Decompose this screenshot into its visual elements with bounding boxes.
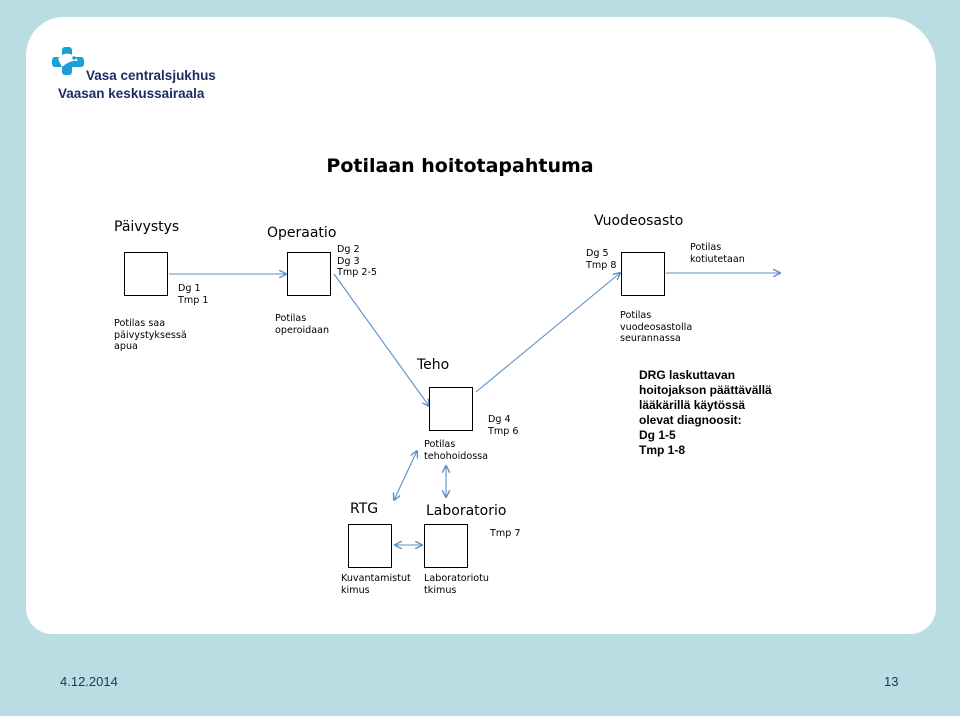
desc-line: seurannassa: [620, 333, 681, 344]
desc-line: tehohoidossa: [424, 450, 489, 462]
code-tmp2-5: Tmp 2-5: [337, 267, 378, 278]
code-tmp6: Tmp 6: [488, 425, 519, 437]
node-label-rtg: RTG: [350, 501, 379, 517]
arrow-teho-rtg-bidirectional: [394, 451, 417, 500]
node-label-vuodeosasto: Vuodeosasto: [594, 213, 684, 229]
node-box-laboratorio: [424, 524, 468, 568]
desc-line: Potilas: [424, 439, 456, 450]
node-codes-vuodeosasto: Dg 5 Tmp 8: [586, 248, 616, 271]
footer-page-number: 13: [884, 674, 899, 689]
discharge-line: kotiutetaan: [690, 253, 745, 265]
node-desc-operaatio: Potilas operoidaan: [275, 313, 329, 336]
desc-line: Laboratoriotu: [424, 573, 489, 584]
code-tmp8: Tmp 8: [586, 259, 617, 271]
code-dg1: Dg 1: [178, 283, 201, 294]
node-box-vuodeosasto: [621, 252, 665, 296]
logo-text-swedish: Vasa centralsjukhus: [86, 68, 216, 83]
code-dg2: Dg 2: [337, 244, 360, 255]
node-desc-vuodeosasto: Potilas vuodeosastolla seurannassa: [620, 310, 692, 345]
desc-line: päivystyksessä: [114, 329, 187, 341]
code-tmp7: Tmp 7: [490, 528, 521, 539]
desc-line: Kuvantamistut: [341, 573, 411, 584]
node-desc-rtg: Kuvantamistut kimus: [341, 573, 411, 596]
drg-note-line: Tmp 1-8: [639, 443, 686, 457]
desc-line: Potilas: [275, 313, 307, 324]
desc-line: vuodeosastolla: [620, 321, 693, 333]
code-dg4: Dg 4: [488, 414, 511, 425]
arrow-operaatio-to-teho: [333, 273, 429, 406]
node-box-paivystys: [124, 252, 168, 296]
desc-line: kimus: [341, 584, 370, 596]
discharge-line: Potilas: [690, 242, 722, 253]
code-dg3: Dg 3: [337, 255, 360, 267]
arrow-teho-to-vuodeosasto: [475, 273, 620, 393]
slide-card: [26, 17, 936, 634]
logo-text-finnish: Vaasan keskussairaala: [58, 86, 205, 101]
node-box-operaatio: [287, 252, 331, 296]
code-dg5: Dg 5: [586, 248, 609, 259]
drg-note-line: olevat diagnoosit:: [639, 413, 742, 427]
node-box-rtg: [348, 524, 392, 568]
desc-line: Potilas saa: [114, 318, 166, 329]
node-label-operaatio: Operaatio: [267, 225, 337, 241]
node-label-laboratorio: Laboratorio: [426, 503, 507, 519]
code-tmp1: Tmp 1: [178, 294, 209, 306]
drg-note-line: hoitojakson päättävällä: [639, 383, 772, 397]
node-desc-laboratorio: Laboratoriotu tkimus: [424, 573, 489, 596]
desc-line: Potilas: [620, 310, 652, 321]
desc-line: tkimus: [424, 584, 457, 596]
desc-line: operoidaan: [275, 324, 330, 336]
node-codes-operaatio: Dg 2 Dg 3 Tmp 2-5: [337, 244, 377, 279]
discharge-label: Potilas kotiutetaan: [690, 242, 745, 265]
desc-line: apua: [114, 341, 138, 352]
drg-note-line: lääkärillä käytössä: [639, 398, 746, 412]
drg-note-line: Dg 1-5: [639, 428, 676, 442]
node-codes-paivystys: Dg 1 Tmp 1: [178, 283, 208, 306]
node-box-teho: [429, 387, 473, 431]
node-label-paivystys: Päivystys: [114, 219, 180, 235]
node-desc-paivystys: Potilas saa päivystyksessä apua: [114, 318, 187, 353]
drg-note-line: DRG laskuttavan: [639, 368, 736, 382]
node-codes-teho: Dg 4 Tmp 6: [488, 414, 518, 437]
node-codes-laboratorio: Tmp 7: [490, 528, 520, 540]
footer-date: 4.12.2014: [60, 674, 118, 689]
hospital-logo-icon: [52, 47, 84, 75]
node-desc-teho: Potilas tehohoidossa: [424, 439, 488, 462]
slide-title: Potilaan hoitotapahtuma: [326, 155, 594, 177]
drg-note: DRG laskuttavan hoitojakson päättävällä …: [639, 368, 772, 458]
node-label-teho: Teho: [417, 357, 450, 373]
